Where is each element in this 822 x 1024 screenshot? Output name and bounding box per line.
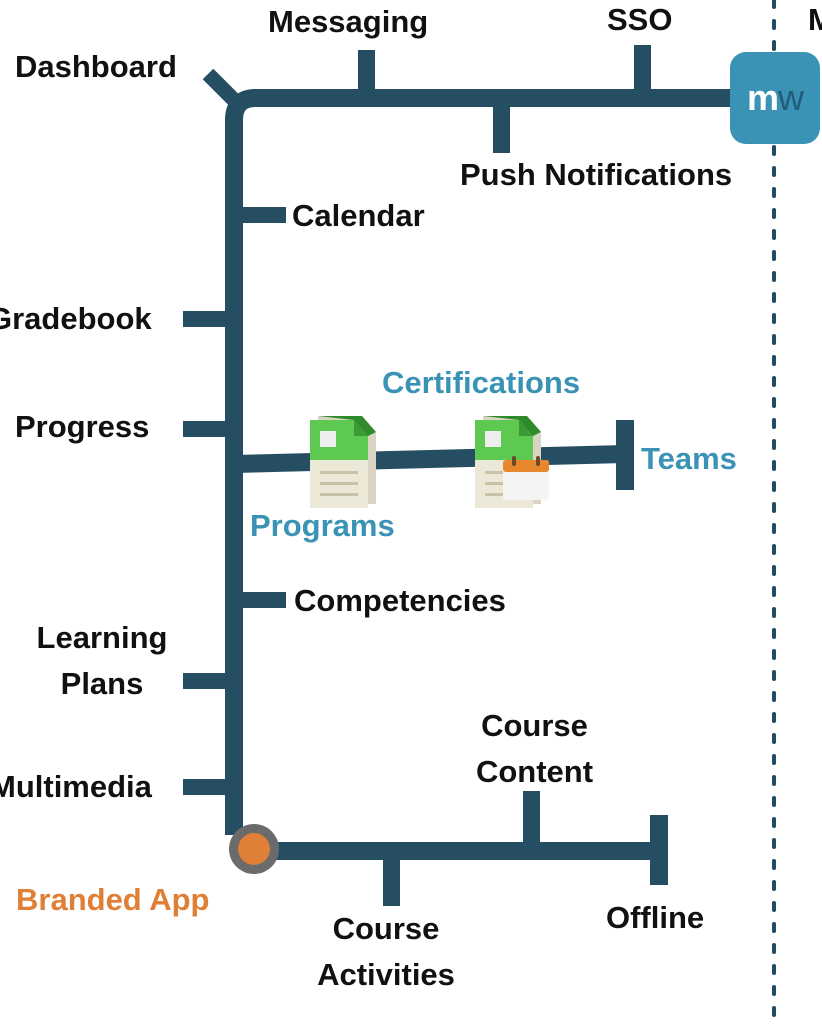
course-content-stub — [523, 791, 540, 851]
progress-stub — [183, 421, 234, 437]
sso-stub — [634, 45, 651, 98]
station-messaging[interactable]: Messaging — [268, 4, 429, 39]
push-notifications-stub — [493, 98, 510, 153]
messaging-stub — [358, 50, 375, 98]
dashboard-spur — [202, 68, 243, 109]
station-progress[interactable]: Progress — [15, 409, 150, 444]
certification-calendar-icon — [475, 416, 549, 508]
main-line — [225, 89, 735, 835]
station-sso[interactable]: SSO — [607, 2, 673, 37]
offline-terminus — [650, 815, 668, 885]
program-document-icon — [310, 416, 376, 508]
station-programs[interactable]: Programs — [250, 508, 395, 543]
station-multimedia[interactable]: Multimedia — [0, 769, 152, 804]
competencies-stub — [234, 592, 286, 608]
station-course-content[interactable]: Course Content — [475, 708, 594, 789]
station-course-activities[interactable]: Course Activities — [317, 911, 455, 992]
workplace-branch-line — [233, 445, 626, 473]
learning-plans-stub — [183, 673, 234, 689]
station-learning-plans[interactable]: Learning Plans — [36, 620, 168, 701]
teams-terminus — [616, 420, 634, 490]
calendar-stub — [234, 207, 286, 223]
station-offline[interactable]: Offline — [606, 900, 705, 935]
station-competencies[interactable]: Competencies — [294, 583, 506, 618]
logo-letter-w: w — [778, 77, 804, 118]
station-teams[interactable]: Teams — [641, 441, 737, 476]
station-certifications[interactable]: Certifications — [382, 365, 581, 400]
branded-app-node-core — [238, 833, 270, 865]
station-calendar[interactable]: Calendar — [292, 198, 425, 233]
gradebook-stub — [183, 311, 234, 327]
multimedia-stub — [183, 779, 234, 795]
station-gradebook[interactable]: Gradebook — [0, 301, 152, 336]
station-dashboard[interactable]: Dashboard — [15, 49, 177, 84]
station-push-notifications[interactable]: Push Notifications — [460, 157, 733, 192]
course-activities-stub — [383, 851, 400, 906]
station-branded-app[interactable]: Branded App — [16, 882, 210, 917]
logo-letter-m: m — [746, 77, 779, 118]
corner-letter: M — [808, 2, 822, 37]
